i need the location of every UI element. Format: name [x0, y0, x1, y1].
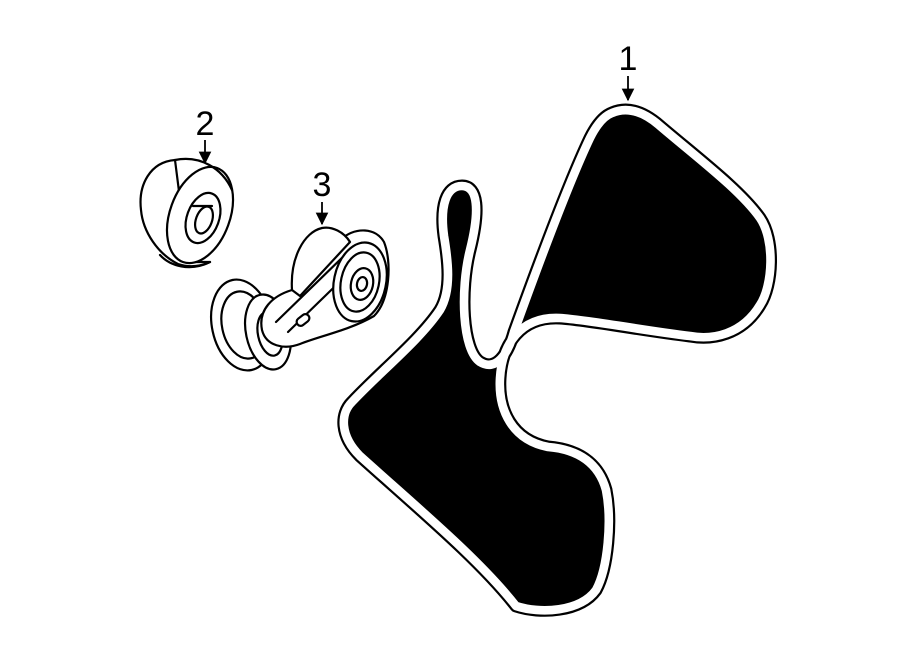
tensioner-pulley-hub — [349, 267, 375, 301]
tensioner-pulley-groove — [339, 251, 381, 313]
serpentine-belt — [344, 110, 771, 610]
belt-tensioner — [210, 226, 390, 372]
callout-3: 3 — [313, 166, 332, 226]
idler-pulley-outer-edge — [173, 157, 234, 192]
callout-label-1: 1 — [619, 40, 638, 78]
tensioner-pulley-bolt — [355, 275, 369, 293]
belt-loop — [343, 110, 771, 611]
tensioner-arm-slot — [295, 313, 311, 327]
idler-pulley-lower-edge — [158, 253, 212, 269]
callout-label-2: 2 — [196, 105, 215, 143]
callout-2: 2 — [196, 105, 215, 165]
tensioner-housing — [290, 226, 352, 298]
tensioner-arm-ridge — [274, 250, 350, 324]
callout-1: 1 — [619, 40, 638, 102]
callout-label-3: 3 — [313, 166, 332, 204]
idler-pulley — [139, 157, 235, 269]
